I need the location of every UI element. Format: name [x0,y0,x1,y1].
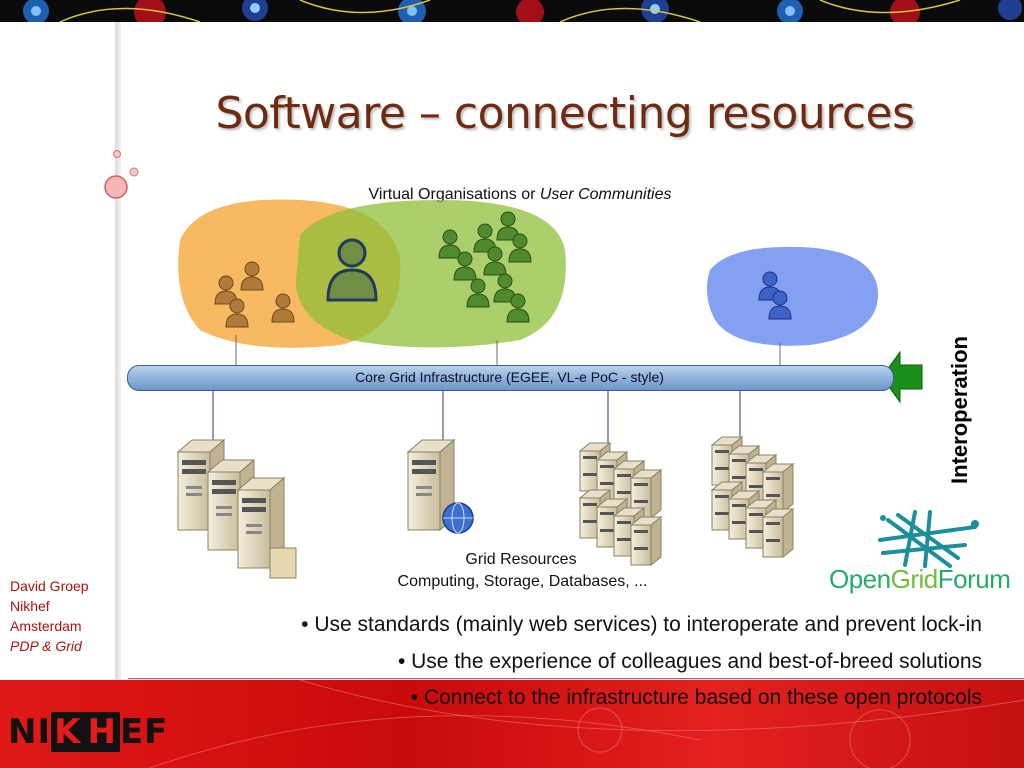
slide-title: Software – connecting resources [215,88,915,139]
decorative-bubbles [104,150,139,199]
particle-track-pattern [23,0,1022,22]
interoperation-label-box: Interoperation [945,325,975,495]
ogf-grid-icon [878,510,979,568]
author-org: Nikhef [10,598,50,614]
ogf-logo-text: OpenGridForum [829,564,1011,595]
grid-resources-subtitle: Computing, Storage, Databases, ... [397,573,648,590]
interop-arrow-icon [881,350,923,404]
particle-track-pattern-bottom [149,680,1024,768]
logo-k: K [51,712,85,752]
logo-ni: NI [8,712,52,752]
database-cluster-1 [579,442,662,566]
core-grid-infrastructure-bus [127,365,894,391]
bullet-3: • Connect to the infrastructure based on… [410,686,982,709]
ogf-grid: Grid [890,564,939,594]
author-group: PDP & Grid [10,638,82,654]
bullet-1: • Use standards (mainly web services) to… [301,613,982,636]
author-block: David Groep Nikhef Amsterdam PDP & Grid [10,576,115,656]
grid-resources-title: Grid Resources [465,551,577,568]
database-cluster-2 [711,436,794,558]
vo-connectors [235,335,781,365]
bottom-decorative-bar [0,680,1024,768]
bus-label: Core Grid Infrastructure (EGEE, VL-e PoC… [355,369,664,385]
top-decorative-bar [0,0,1024,22]
bullet-2: • Use the experience of colleagues and b… [397,650,982,673]
vo-label-italic: User Communities [539,186,672,203]
vo-blob-blue [706,246,879,346]
storage-server [407,439,474,534]
interoperation-label: Interoperation [947,336,972,484]
left-decorative-line [115,22,121,682]
vo-label: Virtual Organisations or User Communitie… [300,186,740,204]
vo-label-prefix: Virtual Organisations or [368,186,540,203]
logo-h: H [84,712,120,752]
user-icon-large [326,238,378,302]
author-city: Amsterdam [10,618,82,634]
ogf-forum: Forum [937,564,1011,594]
author-name: David Groep [10,578,89,594]
computing-servers [177,439,297,579]
ogf-open: Open [829,564,891,594]
logo-ef: EF [119,712,169,752]
divider [128,678,1024,679]
